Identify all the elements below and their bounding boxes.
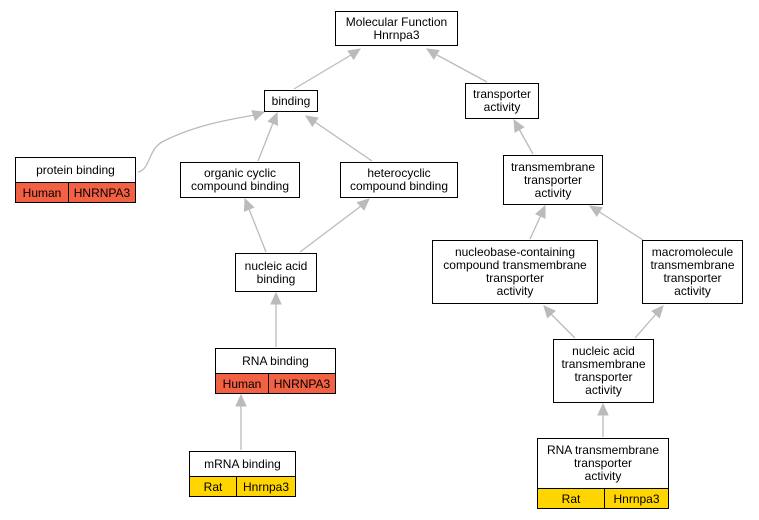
- node-transmembrane-transporter-activity[interactable]: transmembrane transporter activity: [503, 155, 603, 205]
- arrowhead-icon: [235, 393, 247, 407]
- arrowhead-icon: [588, 205, 603, 217]
- edge-organic-to-binding: [257, 122, 274, 162]
- edge-heterocyclic-to-binding: [314, 121, 373, 162]
- node-protein-binding[interactable]: protein binding Human HNRNPA3: [15, 157, 136, 203]
- arrowhead-icon: [304, 115, 319, 128]
- species-cell: Rat: [190, 477, 236, 496]
- gene-cell: HNRNPA3: [268, 374, 335, 393]
- edge-nucleic-tm-to-nucleobase: [550, 313, 576, 339]
- node-transporter-activity[interactable]: transporter activity: [465, 83, 539, 119]
- edge-nucleic-binding-to-organic: [248, 208, 267, 253]
- node-title: mRNA binding: [204, 456, 281, 471]
- edge-macromolecule-to-transmembrane: [597, 210, 644, 241]
- arrowhead-icon: [267, 111, 279, 126]
- gene-row: Human HNRNPA3: [16, 182, 135, 202]
- node-molecular-function[interactable]: Molecular Function Hnrnpa3: [335, 11, 458, 46]
- gene-row: Human HNRNPA3: [216, 373, 335, 393]
- edge-binding-to-molecular-function: [293, 54, 352, 90]
- gene-row: Rat Hnrnpa3: [538, 488, 668, 508]
- node-macromolecule-transmembrane-transporter-activity[interactable]: macromolecule transmembrane transporter …: [642, 240, 743, 304]
- arrowhead-icon: [597, 402, 609, 416]
- node-title: protein binding: [36, 162, 115, 177]
- edge-protein-binding-to-binding: [137, 114, 256, 173]
- gene-cell: HNRNPA3: [68, 183, 135, 202]
- node-nucleic-acid-transmembrane-transporter-activity[interactable]: nucleic acid transmembrane transporter a…: [553, 339, 654, 403]
- species-cell: Human: [16, 183, 68, 202]
- edge-transporter-to-molecular-function: [436, 54, 488, 83]
- node-mrna-binding[interactable]: mRNA binding Rat Hnrnpa3: [189, 451, 296, 497]
- arrowhead-icon: [651, 305, 664, 319]
- arrowhead-icon: [251, 110, 266, 122]
- arrowhead-icon: [243, 197, 255, 212]
- node-organic-cyclic-compound-binding[interactable]: organic cyclic compound binding: [180, 162, 300, 198]
- edge-transmembrane-to-transporter: [518, 128, 534, 155]
- node-rna-binding[interactable]: RNA binding Human HNRNPA3: [215, 348, 336, 394]
- species-cell: Human: [216, 374, 268, 393]
- species-cell: Rat: [538, 489, 604, 508]
- node-nucleobase-containing-compound-transmembrane-transporter-activity[interactable]: nucleobase-containing compound transmemb…: [432, 240, 598, 304]
- arrowhead-icon: [270, 291, 282, 305]
- arrowhead-icon: [425, 48, 440, 60]
- node-title: RNA binding: [242, 353, 309, 368]
- gene-cell: Hnrnpa3: [604, 489, 668, 508]
- gene-row: Rat Hnrnpa3: [190, 476, 295, 496]
- node-binding[interactable]: binding: [264, 90, 318, 112]
- gene-cell: Hnrnpa3: [236, 477, 295, 496]
- node-title: RNA transmembrane transporter activity: [546, 443, 660, 483]
- arrowhead-icon: [347, 48, 362, 61]
- arrowhead-icon: [356, 198, 370, 211]
- arrowhead-icon: [543, 305, 556, 319]
- arrowhead-icon: [535, 204, 546, 219]
- node-nucleic-acid-binding[interactable]: nucleic acid binding: [235, 253, 317, 292]
- arrowhead-icon: [513, 118, 525, 133]
- edge-nucleic-binding-to-heterocyclic: [299, 205, 362, 253]
- edge-nucleobase-to-transmembrane: [529, 214, 542, 240]
- node-heterocyclic-compound-binding[interactable]: heterocyclic compound binding: [340, 162, 458, 198]
- edge-nucleic-tm-to-macromolecule: [634, 313, 657, 339]
- node-rna-transmembrane-transporter-activity[interactable]: RNA transmembrane transporter activity R…: [537, 438, 669, 509]
